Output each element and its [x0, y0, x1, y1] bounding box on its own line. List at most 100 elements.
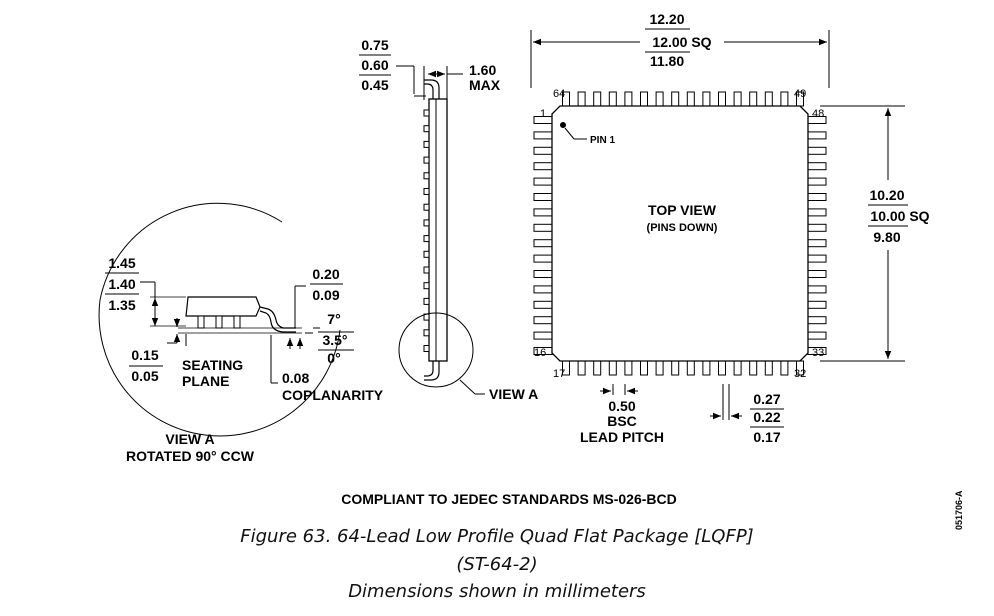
- side-body: [428, 98, 448, 362]
- package-lead: [640, 91, 648, 107]
- side-lead: [423, 125, 430, 133]
- standoff-max-dim: 0.15: [131, 347, 158, 363]
- package-lead: [608, 360, 617, 376]
- package-lead: [807, 131, 827, 140]
- lead-length-min-dim: 0.45: [361, 77, 388, 93]
- detail-body: [185, 296, 261, 317]
- side-lead: [423, 250, 430, 258]
- pins-down-label: (PINS DOWN): [647, 222, 718, 234]
- side-lead: [423, 235, 430, 243]
- side-lead: [423, 345, 430, 352]
- pin-number-32: 32: [794, 368, 806, 380]
- package-lead: [640, 360, 648, 376]
- package-lead: [593, 91, 602, 107]
- pin-number-16: 16: [534, 347, 546, 359]
- pin-number-17: 17: [553, 368, 565, 380]
- package-lead: [807, 193, 827, 201]
- package-body: [551, 105, 809, 362]
- pin-number-49: 49: [794, 88, 806, 100]
- pin1-marker: [560, 122, 566, 128]
- angle-nom-dim: 3.5°: [322, 332, 347, 348]
- detail-height-nom-dim: 1.40: [108, 276, 135, 292]
- package-lead: [807, 300, 827, 309]
- height-max-label: MAX: [469, 77, 501, 93]
- plane-label: PLANE: [182, 373, 229, 389]
- angle-min-dim: 0°: [327, 350, 340, 366]
- package-lead: [671, 360, 680, 376]
- package-lead: [733, 360, 742, 376]
- package-lead: [807, 285, 827, 294]
- view-a-callout-label: VIEW A: [489, 386, 538, 402]
- figure-caption-line1: Figure 63. 64-Lead Low Profile Quad Flat…: [240, 526, 754, 547]
- package-lead: [718, 91, 726, 107]
- coplanarity-label: COPLANARITY: [282, 387, 384, 403]
- side-lead: [423, 140, 430, 148]
- package-lead: [533, 300, 553, 309]
- detail-circle: [98, 202, 341, 437]
- side-view: 0.75 0.60 0.45 1.60 MAX VIEW A: [359, 37, 538, 402]
- pin-number-64: 64: [553, 88, 565, 100]
- package-lead: [807, 316, 827, 325]
- height-nom-dim: 10.00 SQ: [870, 208, 929, 224]
- package-lead: [593, 360, 602, 376]
- side-lead: [423, 203, 430, 211]
- angle-max-dim: 7°: [327, 311, 340, 327]
- side-lead: [423, 329, 430, 337]
- pitch-value-dim: 0.50: [608, 398, 635, 414]
- side-lead: [423, 172, 430, 180]
- top-view: PIN 1 TOP VIEW (PINS DOWN) 64 49 1 48 16…: [530, 11, 930, 445]
- package-lead: [780, 91, 789, 107]
- package-lead: [807, 254, 827, 263]
- package-lead: [807, 208, 827, 217]
- package-lead: [624, 360, 633, 376]
- package-lead: [686, 360, 695, 376]
- package-lead: [533, 270, 553, 278]
- package-lead: [749, 91, 758, 107]
- package-lead: [780, 360, 789, 376]
- package-lead: [807, 162, 827, 171]
- detail-view-a: 1.45 1.40 1.35 0.15 0.05 SEATING PLANE 0…: [98, 202, 384, 464]
- side-lead: [423, 266, 430, 274]
- package-lead: [655, 360, 664, 376]
- package-lead: [807, 239, 827, 248]
- pin-number-48: 48: [812, 108, 824, 120]
- package-lead: [577, 360, 586, 376]
- width-nom-dim: 12.00 SQ: [652, 34, 711, 50]
- bottom-pins: [562, 360, 804, 376]
- side-lead: [423, 109, 430, 117]
- detail-view-title: VIEW A: [165, 431, 214, 447]
- top-pins: [562, 91, 804, 107]
- side-lead: [423, 188, 430, 195]
- package-lead: [718, 360, 726, 376]
- package-lead: [533, 193, 553, 201]
- package-lead: [533, 254, 553, 263]
- package-lead: [807, 223, 827, 232]
- package-lead: [533, 316, 553, 325]
- detail-view-subtitle: ROTATED 90° CCW: [126, 448, 255, 464]
- package-lead: [533, 131, 553, 140]
- height-max-dim: 10.20: [869, 187, 904, 203]
- package-lead: [702, 91, 711, 107]
- lead-width-max-dim: 0.27: [753, 391, 780, 407]
- side-lead: [423, 297, 430, 305]
- package-lead: [764, 360, 773, 376]
- width-max-dim: 12.20: [649, 11, 684, 27]
- package-lead: [807, 270, 827, 278]
- package-lead: [733, 91, 742, 107]
- left-pins: [533, 116, 553, 355]
- seating-label: SEATING: [182, 357, 243, 373]
- package-lead: [807, 146, 827, 155]
- view-a-callout-circle: [398, 312, 474, 388]
- package-lead: [533, 208, 553, 217]
- pin-number-33: 33: [812, 347, 824, 359]
- height-min-dim: 9.80: [873, 229, 900, 245]
- coplanarity-value: 0.08: [282, 370, 309, 386]
- side-lead: [423, 156, 430, 164]
- package-lead: [533, 162, 553, 171]
- figure-caption-line2: (ST-64-2): [456, 554, 538, 575]
- side-leads: [423, 109, 430, 352]
- pin-number-1: 1: [540, 108, 546, 120]
- package-lead: [807, 331, 827, 340]
- package-lead: [624, 91, 633, 107]
